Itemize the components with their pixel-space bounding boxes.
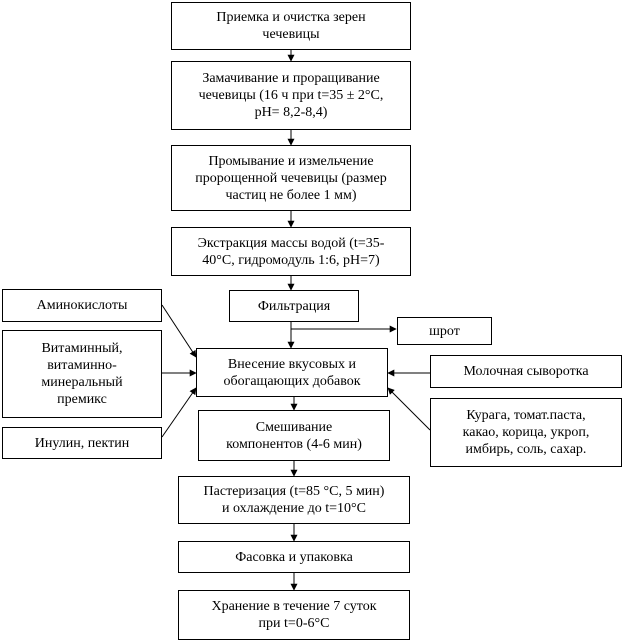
step-storage: Хранение в течение 7 суток при t=0-6°С (178, 590, 410, 640)
step-soak: Замачивание и проращивание чечевицы (16 … (171, 61, 411, 130)
step-intake: Приемка и очистка зерен чечевицы (171, 2, 411, 50)
input-flavors: Курага, томат.паста, какао, корица, укро… (430, 398, 622, 467)
step-packing: Фасовка и упаковка (178, 541, 410, 573)
input-inulin-pectin: Инулин, пектин (2, 427, 162, 459)
step-wash: Промывание и измельчение пророщенной чеч… (171, 145, 411, 211)
step-additives: Внесение вкусовых и обогащающих добавок (196, 348, 388, 397)
step-extract: Экстракция массы водой (t=35- 40°С, гидр… (171, 227, 411, 276)
step-filter: Фильтрация (229, 290, 359, 322)
arrow-inulin-to-additives (161, 387, 197, 438)
step-pasteurization: Пастеризация (t=85 °С, 5 мин) и охлажден… (178, 476, 410, 524)
input-whey: Молочная сыворотка (430, 355, 622, 388)
step-mixing: Смешивание компонентов (4-6 мин) (198, 410, 390, 461)
arrow-flavors-to-additives (387, 387, 431, 431)
output-meal: шрот (397, 317, 492, 345)
input-amino-acids: Аминокислоты (2, 289, 162, 322)
input-vitamin-premix: Витаминный, витаминно- минеральный преми… (2, 330, 162, 418)
arrow-amino-to-additives (161, 304, 197, 358)
